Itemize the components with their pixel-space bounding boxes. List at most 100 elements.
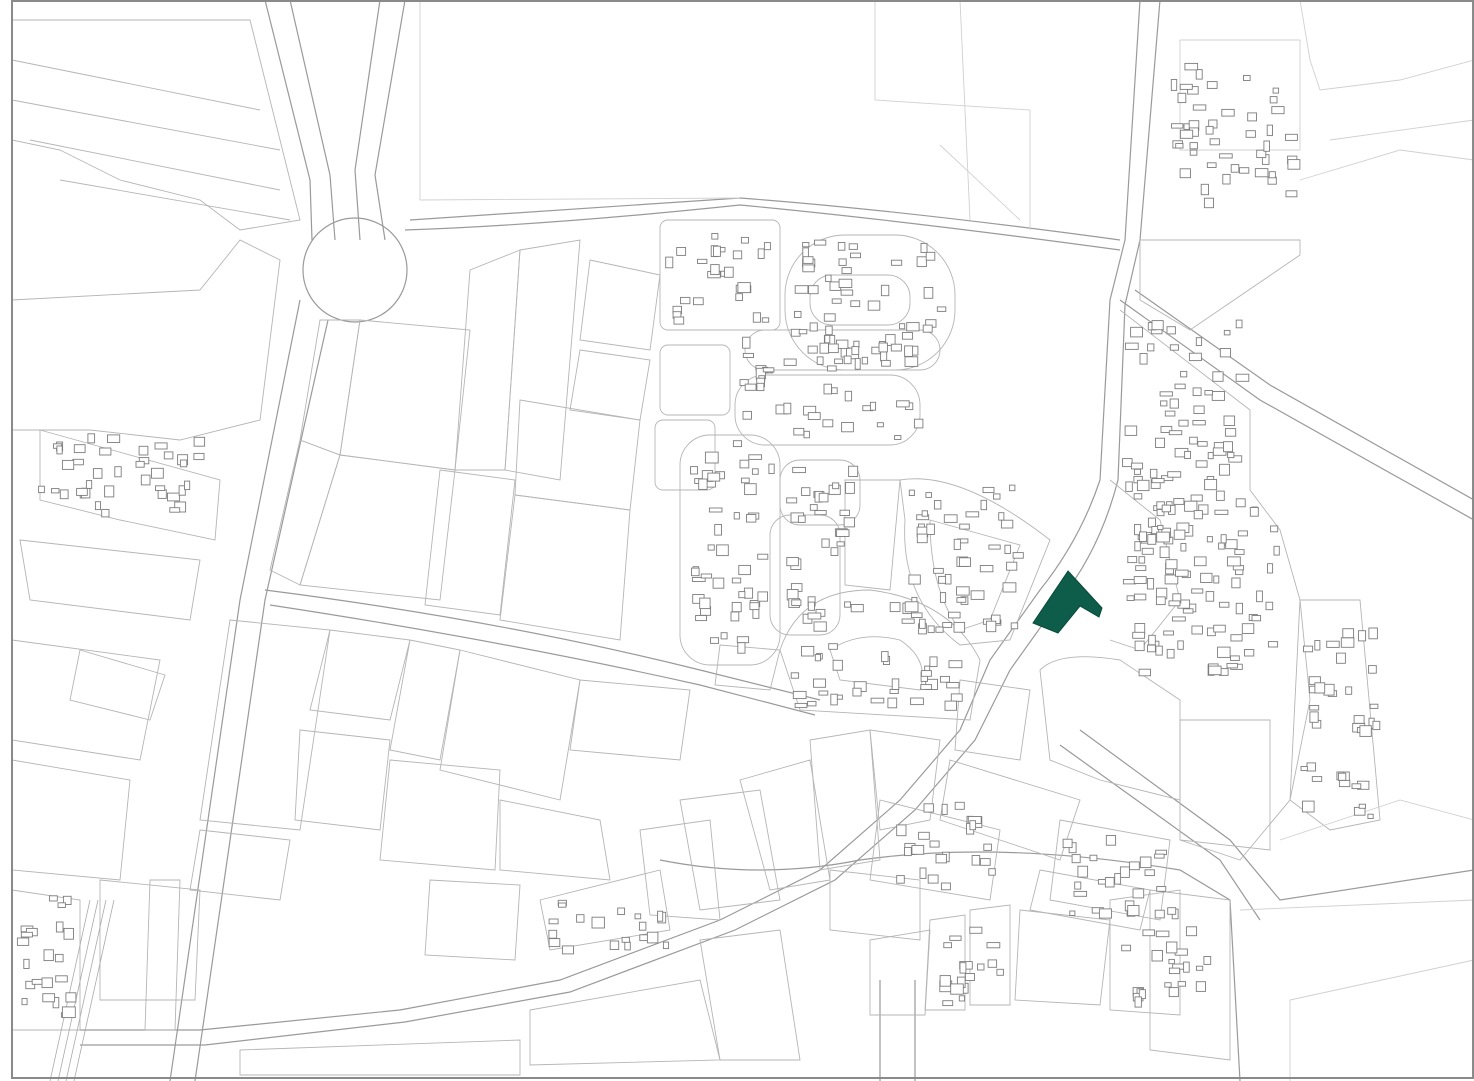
building-footprint [1104,877,1115,888]
building-footprint [1141,547,1154,555]
building-footprint [1326,640,1340,648]
building-footprint [1159,391,1173,397]
building-footprint [657,910,664,922]
building-footprint [193,436,206,447]
building-footprint [1134,996,1142,1008]
building-footprint [738,591,746,599]
building-footprint [1303,645,1314,653]
building-footprint [1345,686,1353,695]
building-footprint [1169,344,1179,351]
building-footprint [61,459,75,470]
building-footprint [621,936,630,943]
building-footprint [1071,854,1081,864]
building-footprint [851,346,860,356]
building-footprint [813,678,826,688]
building-footprint [1154,909,1165,919]
building-footprint [708,507,723,513]
building-footprint [1168,600,1181,607]
building-footprint [1180,370,1188,378]
building-footprint [739,459,750,469]
building-footprint [1002,582,1017,593]
building-footprint [818,492,829,503]
building-footprint [55,921,64,933]
building-footprint [1167,471,1182,478]
building-footprint [548,918,559,925]
building-footprint [1190,494,1203,502]
building-footprint [1135,565,1147,571]
building-footprint [913,418,924,429]
building-footprint [790,672,800,679]
building-footprint [85,480,93,489]
building-footprint [841,422,854,433]
building-footprint [906,322,920,332]
building-footprint [720,632,728,640]
building-footprint [736,636,750,644]
building-footprint [1311,776,1323,782]
building-footprint [837,242,846,251]
building-footprint [1126,595,1135,601]
building-footprint [1192,104,1207,111]
building-footprint [889,602,901,613]
building-footprint [1155,930,1170,938]
building-footprint [944,700,957,711]
building-footprint [157,489,167,499]
building-footprint [1132,888,1145,899]
building-footprint [735,293,743,301]
building-footprint [558,902,567,908]
building-footprint [1178,419,1189,427]
highlighted-site[interactable] [1032,570,1103,634]
building-footprint [830,693,838,706]
building-footprint [1244,649,1255,657]
building-footprint [896,824,907,837]
building-footprint [922,324,933,333]
building-footprint [1168,987,1179,998]
building-footprint [1130,462,1144,470]
building-footprint [1184,62,1199,71]
building-footprint [920,684,933,690]
building-footprint [838,278,853,288]
building-footprint [791,599,802,606]
building-footprint [768,463,775,475]
plots-west [11,19,301,1031]
building-footprint [617,907,625,915]
building-footprint [20,931,33,938]
railway [49,899,115,1081]
building-footprint [697,258,708,264]
building-footprint [1359,725,1372,737]
building-footprint [1338,779,1351,788]
building-footprint [1235,498,1246,508]
building-footprint [1134,593,1147,601]
building-footprint [809,504,818,511]
building-footprint [1245,130,1256,138]
building-footprint [138,445,149,456]
building-footprint [1147,517,1156,528]
building-footprint [741,477,750,484]
building-footprint [923,287,934,299]
building-footprint [881,651,889,663]
building-footprint [880,284,890,297]
building-footprint [49,895,58,902]
building-footprint [716,544,729,557]
building-footprint [59,489,69,500]
building-footprint [52,997,60,1009]
building-footprint [1195,965,1204,971]
building-footprint [786,557,799,567]
building-footprint [850,604,864,613]
building-footprint [933,500,942,510]
building-footprint [918,831,930,840]
building-footprint [1191,588,1204,594]
building-footprint [1266,124,1273,137]
building-footprint [843,517,855,528]
building-footprint [56,445,63,455]
building-footprint [822,419,834,428]
building-footprint [757,591,768,602]
building-footprint [959,523,970,530]
building-footprint [733,512,740,520]
building-footprint [1160,400,1168,407]
building-footprint [1225,539,1238,550]
building-footprint [690,466,698,475]
building-footprint [757,248,765,259]
building-footprint [814,653,821,662]
